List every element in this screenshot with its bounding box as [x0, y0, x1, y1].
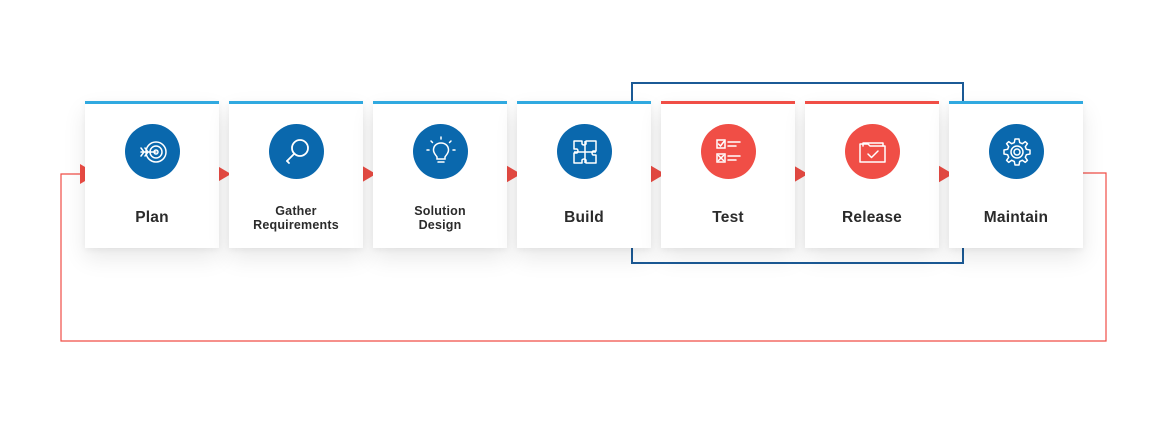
icon-badge: [125, 124, 180, 179]
flow-arrow: [359, 164, 376, 184]
step-card-plan: Plan: [85, 101, 219, 248]
card-topbar: [85, 101, 219, 104]
icon-badge: [557, 124, 612, 179]
icon-badge: [701, 124, 756, 179]
card-topbar: [949, 101, 1083, 104]
target-icon: [139, 140, 167, 163]
checklist-icon: [715, 138, 741, 163]
step-label: Plan: [135, 209, 169, 226]
magnifier-icon: [285, 138, 309, 164]
step-card-maintain: Maintain: [949, 101, 1083, 248]
lightbulb-icon: [425, 135, 456, 163]
icon-badge: [269, 124, 324, 179]
folder-check-icon: [858, 141, 886, 163]
flow-arrow: [791, 164, 808, 184]
card-topbar: [229, 101, 363, 104]
card-topbar: [373, 101, 507, 104]
step-card-build: Build: [517, 101, 651, 248]
step-label: Maintain: [983, 209, 1049, 226]
step-label: Build: [564, 209, 604, 226]
card-topbar: [661, 101, 795, 104]
gear-icon: [1002, 137, 1031, 166]
step-card-gather-requirements: Gather Requirements: [229, 101, 363, 248]
puzzle-icon: [572, 139, 597, 164]
flow-arrow: [648, 164, 665, 184]
step-card-release: Release: [805, 101, 939, 248]
icon-badge: [845, 124, 900, 179]
step-label: Gather Requirements: [253, 204, 339, 232]
flow-arrow: [504, 164, 521, 184]
step-card-solution-design: Solution Design: [373, 101, 507, 248]
step-label: Solution Design: [414, 204, 466, 232]
step-label: Release: [841, 209, 902, 226]
card-topbar: [517, 101, 651, 104]
step-card-test: Test: [661, 101, 795, 248]
step-label: Test: [712, 209, 744, 226]
icon-badge: [989, 124, 1044, 179]
card-topbar: [805, 101, 939, 104]
icon-badge: [413, 124, 468, 179]
flow-arrow: [936, 164, 953, 184]
